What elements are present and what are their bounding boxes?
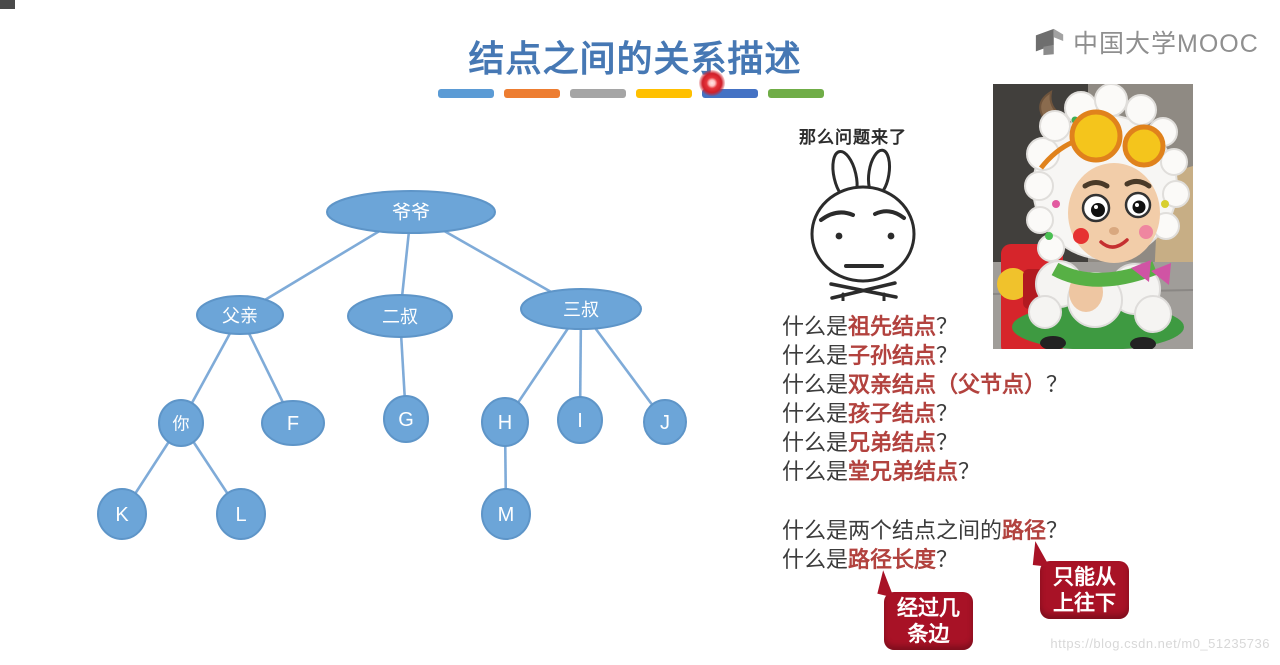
tree-node-label: J [660, 412, 670, 434]
question-keyword: 双亲结点（父节点） [848, 372, 1047, 397]
question-line: 什么是兄弟结点？ [782, 428, 1068, 457]
tree-node-label: 你 [173, 415, 190, 434]
question-text: ？ [1046, 372, 1069, 397]
callout-line: 只能从 [1053, 565, 1116, 589]
tree-node-label: M [498, 504, 515, 526]
tree-node-I: I [557, 396, 603, 444]
rabbit-meme-illustration [810, 148, 916, 301]
tree-node-label: H [498, 412, 512, 434]
title-underline-bars [438, 89, 824, 98]
question-text: 什么是 [782, 401, 849, 426]
underline-bar-4 [636, 89, 692, 98]
corner-mark [0, 0, 15, 9]
question-keyword: 子孙结点 [848, 343, 937, 368]
question-line: 什么是两个结点之间的路径？ [782, 516, 1068, 545]
tree-node-G: G [383, 395, 429, 443]
tree-node-K: K [97, 488, 147, 540]
callout-edge-count: 经过几 条边 [884, 592, 973, 650]
callout-line: 经过几 [897, 596, 960, 620]
tree-node-label: 三叔 [563, 300, 599, 320]
tree-node-label: 爷爷 [392, 202, 430, 224]
callout-direction: 只能从 上往下 [1040, 561, 1129, 619]
mooc-logo-text: 中国大学MOOC [1073, 30, 1259, 58]
tree-node-label: I [577, 410, 583, 432]
question-line: 什么是子孙结点？ [782, 341, 1068, 370]
page-title: 结点之间的关系描述 [468, 38, 802, 80]
watermark-url: https://blog.csdn.net/m0_51235736 [1050, 636, 1270, 651]
tree-node-J: J [643, 399, 687, 445]
question-text: 什么是两个结点之间的 [782, 518, 1003, 543]
question-text: 什么是 [782, 314, 849, 339]
tree-node-label: 父亲 [222, 306, 258, 326]
sheep-toy-photo [993, 84, 1193, 349]
tree-node-uncle2: 二叔 [347, 294, 453, 338]
question-keyword: 堂兄弟结点 [848, 459, 959, 484]
underline-bar-5 [702, 89, 758, 98]
questions-node-terms: 什么是祖先结点？什么是子孙结点？什么是双亲结点（父节点）？什么是孩子结点？什么是… [782, 312, 1068, 486]
question-keyword: 兄弟结点 [848, 430, 937, 455]
callout-line: 条边 [907, 622, 950, 646]
tree-node-label: K [115, 504, 129, 526]
question-text: ？ [936, 314, 959, 339]
questions-path-terms: 什么是两个结点之间的路径？什么是路径长度？ [782, 516, 1068, 574]
question-text: 什么是 [782, 372, 849, 397]
question-text: ？ [936, 547, 959, 572]
open-book-icon [1035, 28, 1064, 56]
question-line: 什么是双亲结点（父节点）？ [782, 370, 1068, 399]
tree-node-label: F [287, 413, 299, 435]
question-text: 什么是 [782, 430, 849, 455]
question-keyword: 路径 [1002, 518, 1047, 543]
underline-bar-1 [438, 89, 494, 98]
tree-node-label: G [398, 409, 414, 431]
underline-bar-2 [504, 89, 560, 98]
tree-node-M: M [481, 488, 531, 540]
question-text: ？ [1046, 518, 1069, 543]
underline-bar-6 [768, 89, 824, 98]
tree-node-you: 你 [158, 399, 204, 447]
question-text: 什么是 [782, 547, 849, 572]
question-line: 什么是堂兄弟结点？ [782, 457, 1068, 486]
question-text: ？ [936, 343, 959, 368]
tree-node-label: L [235, 504, 246, 526]
question-text: 什么是 [782, 459, 849, 484]
underline-bar-3 [570, 89, 626, 98]
tree-node-grandfather: 爷爷 [326, 190, 496, 234]
callout-line: 上往下 [1053, 591, 1116, 615]
question-text: ？ [958, 459, 981, 484]
tree-node-H: H [481, 397, 529, 447]
question-text: 什么是 [782, 343, 849, 368]
tree-node-uncle3: 三叔 [520, 288, 642, 330]
meme-caption: 那么问题来了 [799, 128, 907, 147]
question-line: 什么是孩子结点？ [782, 399, 1068, 428]
tree-node-father: 父亲 [196, 295, 284, 335]
tree-node-label: 二叔 [382, 307, 418, 327]
question-text: ？ [936, 401, 959, 426]
laser-pointer-dot [699, 70, 725, 96]
question-keyword: 孩子结点 [848, 401, 937, 426]
tree-node-L: L [216, 488, 266, 540]
tree-node-F: F [261, 400, 325, 446]
mooc-logo: 中国大学MOOC [1034, 24, 1259, 60]
question-line: 什么是祖先结点？ [782, 312, 1068, 341]
question-keyword: 祖先结点 [848, 314, 937, 339]
question-keyword: 路径长度 [848, 547, 937, 572]
question-text: ？ [936, 430, 959, 455]
question-line: 什么是路径长度？ [782, 545, 1068, 574]
